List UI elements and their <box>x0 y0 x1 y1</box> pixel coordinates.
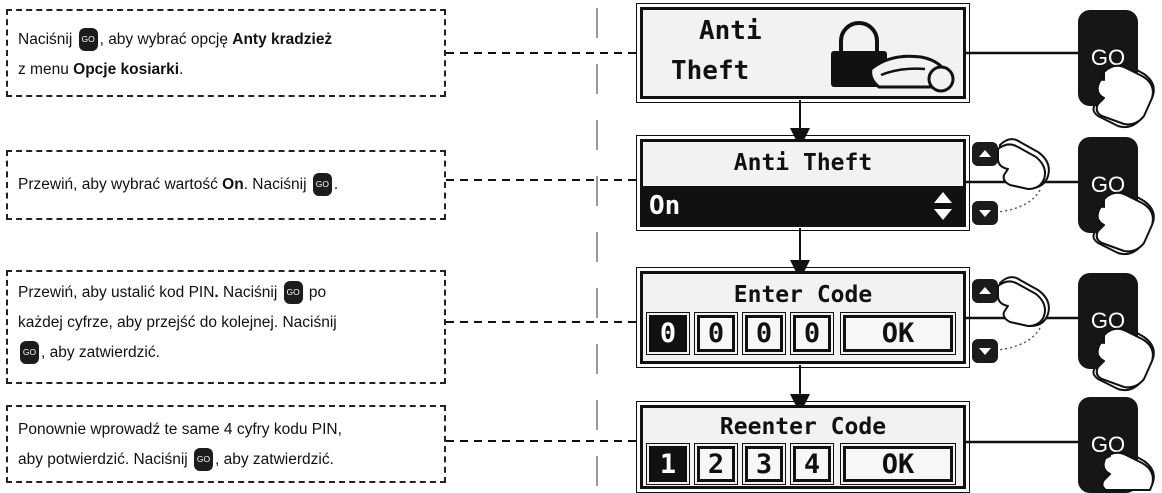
code-digit: 0 <box>790 312 834 355</box>
instruction-emphasis: . <box>214 284 219 301</box>
go-badge-icon: GO <box>20 341 39 365</box>
go-button[interactable]: GO <box>1078 397 1138 493</box>
instruction-step-2: Przewiń, aby wybrać wartość On. Naciśnij… <box>6 150 446 220</box>
code-digit: 4 <box>790 443 834 485</box>
code-digit: 0 <box>742 312 786 355</box>
hand-icon <box>999 276 1050 327</box>
instruction-text: Przewiń, aby wybrać wartość <box>18 176 223 193</box>
scroll-down-button[interactable] <box>972 201 998 225</box>
instruction-emphasis: Opcje kosiarki <box>73 61 180 78</box>
instruction-step-1: Naciśnij GO, aby wybrać opcję Anty kradz… <box>6 9 446 97</box>
instruction-text: po <box>304 284 327 301</box>
instruction-text: Ponownie wprowadź te same 4 cyfry kodu P… <box>18 421 342 438</box>
arrow-up-icon <box>979 150 991 157</box>
scroll-down-button[interactable] <box>972 339 998 363</box>
go-badge-icon: GO <box>283 281 303 305</box>
screen-label-line1: Anti <box>699 16 762 46</box>
instruction-step-3: Przewiń, aby ustalić kod PIN. Naciśnij G… <box>6 270 446 384</box>
instruction-emphasis: On <box>222 176 244 193</box>
screen-anti-theft-value: Anti Theft On <box>636 135 970 231</box>
code-ok: OK <box>840 312 956 355</box>
arrow-down-icon <box>979 210 991 217</box>
screen-title: Reenter Code <box>719 414 887 440</box>
instruction-step-4: Ponownie wprowadź te same 4 cyfry kodu P… <box>6 405 446 483</box>
instruction-text: , aby zatwierdzić. <box>215 451 334 468</box>
arrow-up-icon <box>979 287 991 294</box>
code-digit: 2 <box>694 443 738 485</box>
code-digit: 3 <box>742 443 786 485</box>
go-badge-icon: GO <box>78 28 98 52</box>
value-text: On <box>649 191 681 221</box>
screen-title: Enter Code <box>733 282 873 308</box>
scroll-up-button[interactable] <box>972 142 998 166</box>
code-digit: 0 <box>694 312 738 355</box>
instruction-text: , aby zatwierdzić. <box>41 344 160 361</box>
code-ok: OK <box>840 443 956 485</box>
instruction-emphasis: Anty kradzież <box>232 31 333 48</box>
instruction-text: . <box>179 61 184 78</box>
instruction-text: z menu <box>18 61 74 78</box>
scroll-up-button[interactable] <box>972 279 998 303</box>
instruction-text: . <box>333 176 339 193</box>
updown-arrows-icon <box>934 192 952 220</box>
screen-anti-theft-menu: Anti Theft <box>636 3 970 103</box>
instruction-text: Naciśnij <box>218 284 282 301</box>
code-digit: 0 <box>646 312 690 355</box>
screen-enter-code: Enter Code 0 0 0 0 OK <box>636 267 970 368</box>
motion-hint <box>997 189 1041 213</box>
go-button[interactable]: GO <box>1078 273 1138 369</box>
screen-reenter-code: Reenter Code 1 2 3 4 OK <box>636 401 970 493</box>
arrow-down-icon <box>979 348 991 355</box>
instruction-text: Przewiń, aby ustalić kod PIN <box>18 284 215 301</box>
go-button[interactable]: GO <box>1078 137 1138 233</box>
instruction-text: aby potwierdzić. Naciśnij <box>18 451 193 468</box>
instruction-text: . Naciśnij <box>243 176 311 193</box>
instruction-text: Naciśnij <box>18 31 77 48</box>
go-badge-icon: GO <box>312 173 332 197</box>
screen-label-line2: Theft <box>671 56 750 86</box>
instruction-text: każdej cyfrze, aby przejść do kolejnej. … <box>18 314 337 331</box>
screen-title: Anti Theft <box>733 150 873 176</box>
hand-icon <box>999 138 1050 189</box>
code-digit: 1 <box>646 443 690 485</box>
go-button[interactable]: GO <box>1078 10 1138 106</box>
go-badge-icon: GO <box>194 448 214 472</box>
value-bar: On <box>643 186 963 226</box>
lock-mower-icon <box>831 21 955 93</box>
motion-hint <box>997 327 1041 351</box>
instruction-text: , aby wybrać opcję <box>99 31 233 48</box>
